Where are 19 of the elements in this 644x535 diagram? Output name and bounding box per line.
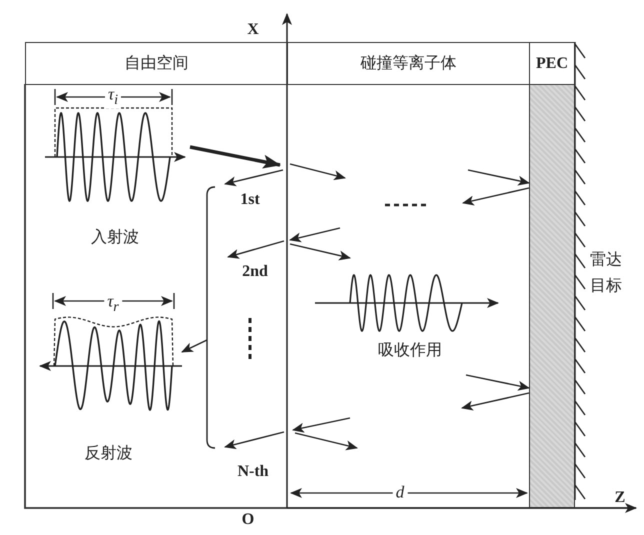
arrow bbox=[462, 187, 530, 206]
text-label: 雷达目标 bbox=[590, 248, 624, 296]
arrow bbox=[181, 339, 208, 353]
order-label: N-th bbox=[237, 463, 269, 481]
header-cell: 自由空间 bbox=[25, 42, 288, 85]
arrow bbox=[461, 392, 530, 410]
pec-slab bbox=[529, 84, 575, 508]
axis-label: Z bbox=[614, 489, 626, 507]
wave-label: 反射波 bbox=[84, 444, 132, 462]
header-cell: 碰撞等离子体 bbox=[287, 42, 530, 85]
order-label: 1st bbox=[240, 191, 260, 209]
arrow bbox=[190, 145, 281, 169]
arrow bbox=[466, 374, 530, 391]
order-label: 2nd bbox=[242, 263, 268, 281]
wave-label: 入射波 bbox=[91, 228, 139, 246]
text-label: 吸收作用 bbox=[378, 341, 442, 359]
axis-label: O bbox=[242, 511, 254, 529]
arrow bbox=[468, 169, 530, 186]
axis-label: X bbox=[247, 21, 259, 39]
